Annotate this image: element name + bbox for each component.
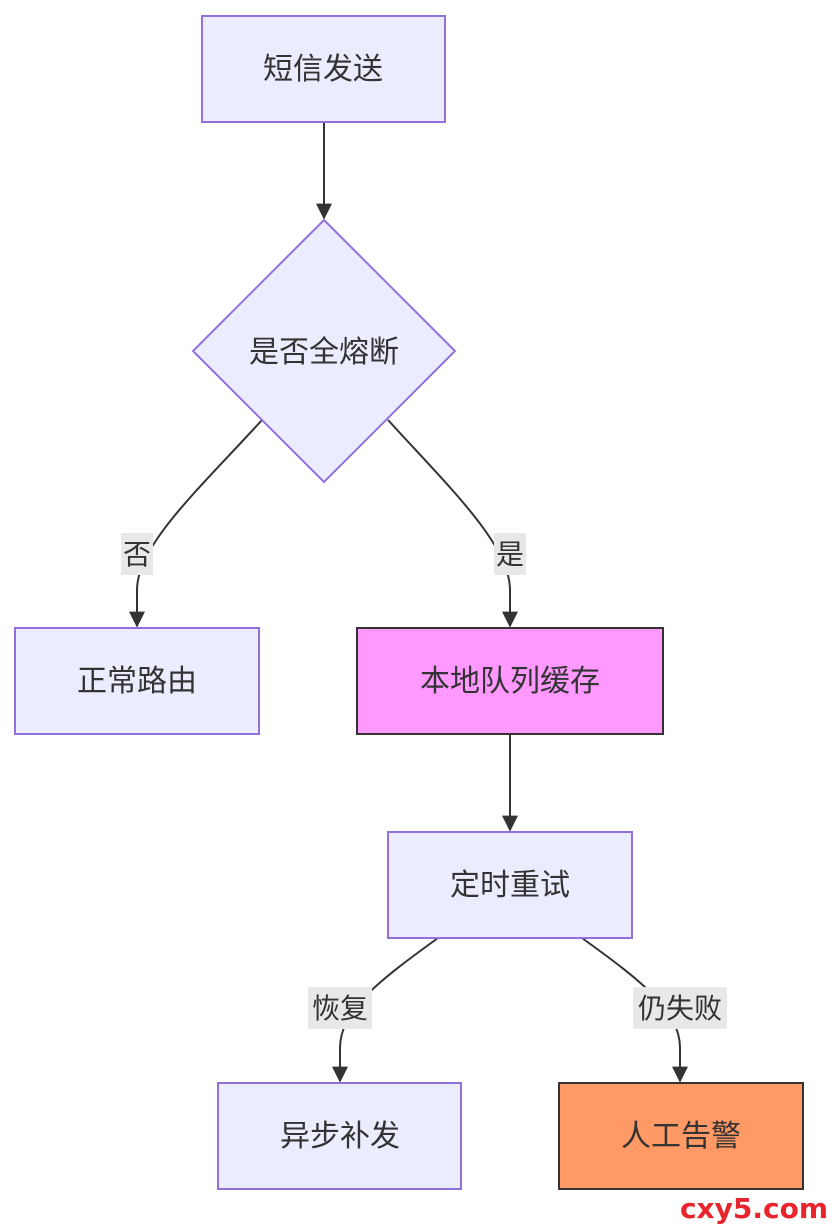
node-manual-alert: 人工告警 xyxy=(558,1082,804,1190)
edge-label-still-fail: 仍失败 xyxy=(633,987,727,1029)
node-timed-retry-label: 定时重试 xyxy=(450,868,570,903)
edge-label-recover: 恢复 xyxy=(308,987,372,1029)
edge-label-yes-text: 是 xyxy=(496,538,524,571)
edge-label-still-fail-text: 仍失败 xyxy=(638,992,722,1025)
edge-label-yes: 是 xyxy=(494,533,526,575)
node-timed-retry: 定时重试 xyxy=(387,831,633,939)
edge-decision-to-local-queue xyxy=(387,419,518,628)
node-local-queue-label: 本地队列缓存 xyxy=(420,664,600,699)
node-sms-send-label: 短信发送 xyxy=(263,52,383,87)
node-all-fused-decision: 是否全熔断 xyxy=(191,218,457,484)
node-all-fused-label: 是否全熔断 xyxy=(249,335,399,370)
edge-decision-to-normal-route xyxy=(129,419,263,628)
node-sms-send: 短信发送 xyxy=(201,15,446,123)
node-manual-alert-label: 人工告警 xyxy=(621,1119,741,1154)
node-async-resend-label: 异步补发 xyxy=(280,1119,400,1154)
node-normal-route: 正常路由 xyxy=(14,627,260,735)
edge-label-recover-text: 恢复 xyxy=(312,992,368,1025)
watermark-text: cxy5.com xyxy=(680,1192,828,1225)
edge-label-no: 否 xyxy=(121,533,153,575)
node-local-queue: 本地队列缓存 xyxy=(356,627,664,735)
edge-label-no-text: 否 xyxy=(123,538,151,571)
node-async-resend: 异步补发 xyxy=(217,1082,462,1190)
node-normal-route-label: 正常路由 xyxy=(77,664,197,699)
